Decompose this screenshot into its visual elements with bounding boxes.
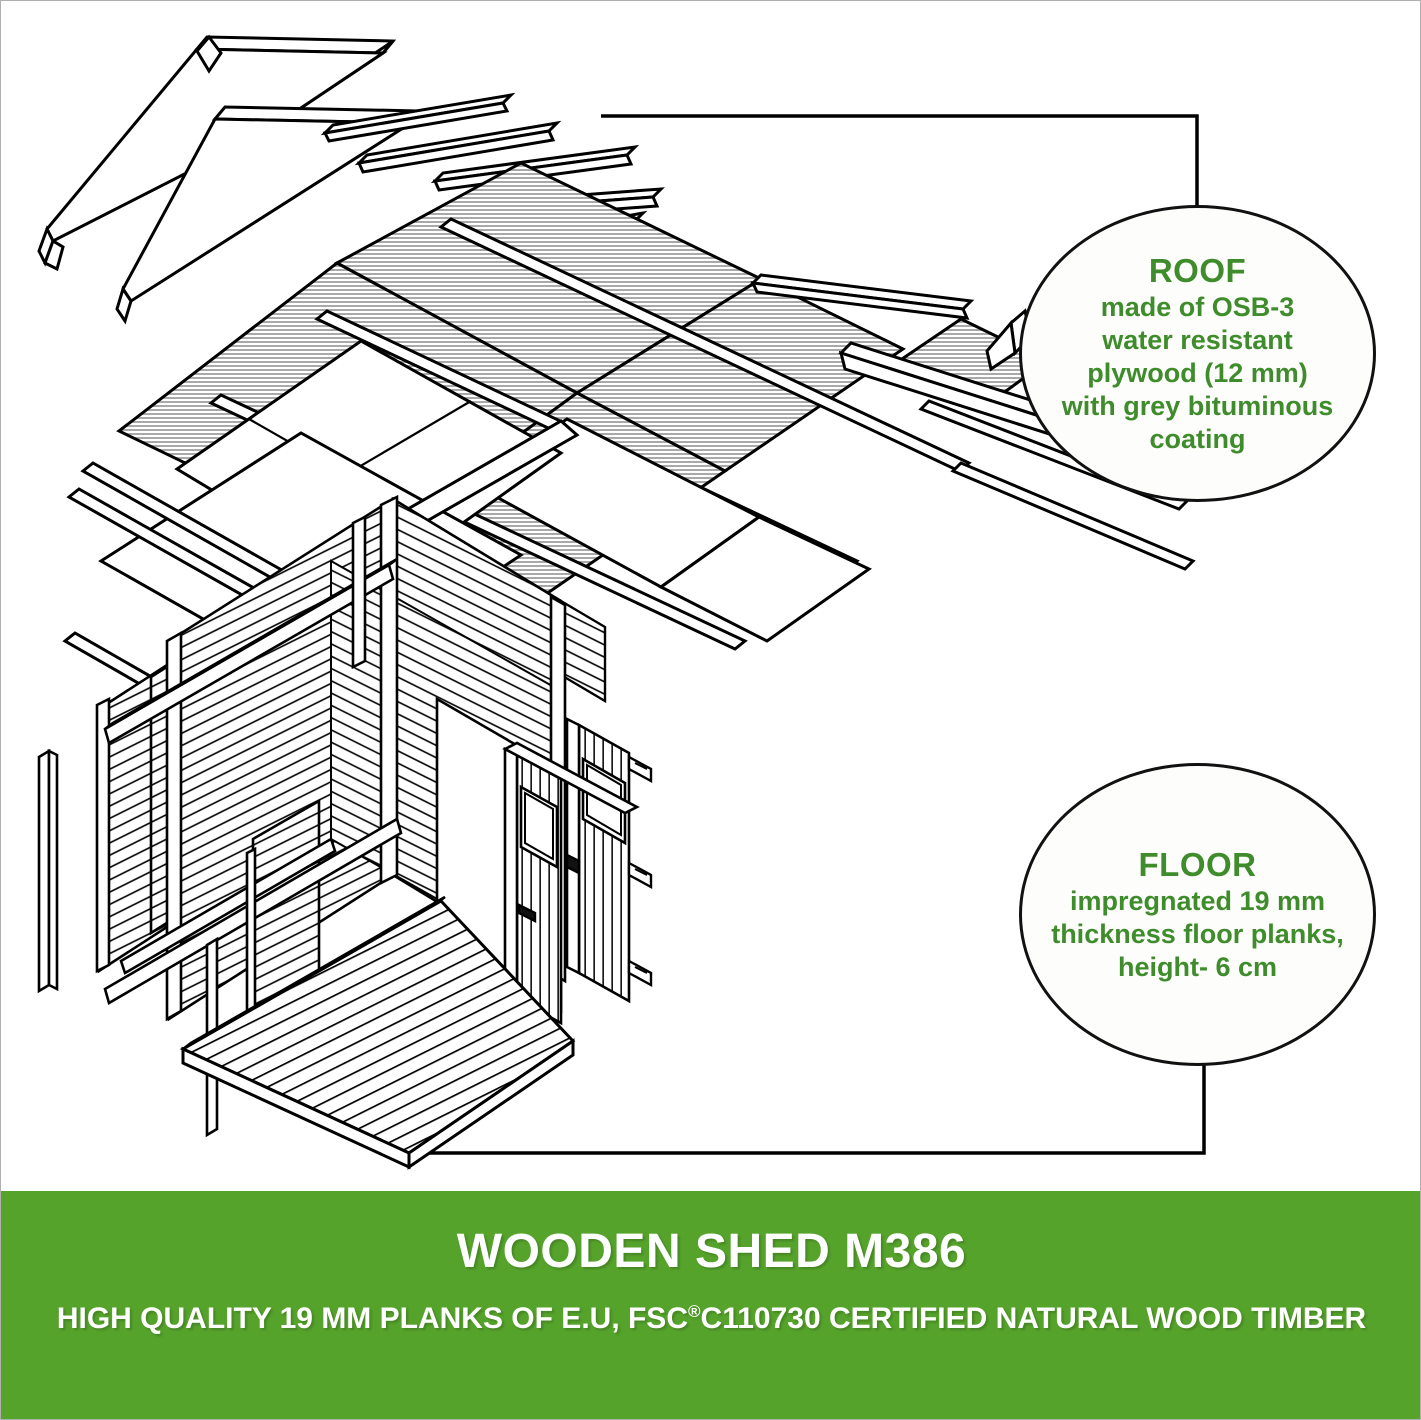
- roof-batten-2: [354, 120, 562, 174]
- callout-roof-line-5: coating: [1149, 424, 1246, 454]
- callout-floor: FLOOR impregnated 19 mm thickness floor …: [1019, 763, 1376, 1066]
- product-name: WOODEN SHED M386: [456, 1225, 967, 1278]
- callout-floor-line-2: thickness floor planks,: [1051, 919, 1344, 949]
- leader-line-roof: [601, 114, 1199, 207]
- certification-text-after: C110730 CERTIFIED NATURAL WOOD TIMBER: [700, 1302, 1367, 1335]
- callout-roof-title: ROOF: [1148, 252, 1247, 289]
- door-jamb-outer: [565, 716, 581, 976]
- callout-roof: ROOF made of OSB-3 water resistant plywo…: [1019, 205, 1376, 502]
- door-window-left: [519, 784, 559, 870]
- registered-trademark-icon: ®: [688, 1302, 701, 1321]
- callout-roof-line-4: with grey bituminous: [1061, 391, 1334, 421]
- ridge-post: [351, 514, 367, 670]
- product-certification-line: HIGH QUALITY 19 MM PLANKS OF E.U, FSC®C1…: [57, 1301, 1366, 1337]
- door-handle-right: [565, 853, 581, 875]
- door-handle-left: [517, 903, 537, 923]
- callout-floor-line-1: impregnated 19 mm: [1069, 886, 1326, 916]
- roof-board-white-right2: [658, 515, 872, 643]
- exploded-shed-drawing: [37, 34, 1206, 1170]
- leader-line-floor: [411, 1064, 1206, 1155]
- door-hinge-middle: [627, 860, 653, 890]
- callout-floor-title: FLOOR: [1138, 846, 1257, 883]
- door-jamb-inner: [503, 746, 519, 1002]
- roof-eave-batten-right: [749, 273, 975, 320]
- door-header: [502, 741, 640, 815]
- door-hinge-bottom: [627, 958, 653, 988]
- shed-assembly-diagram: ROOF made of OSB-3 water resistant plywo…: [1, 1, 1420, 1191]
- shed-body: [37, 494, 607, 1138]
- roof-batten-1: [320, 92, 516, 143]
- callout-floor-line-3: height- 6 cm: [1117, 952, 1278, 982]
- product-title-banner: WOODEN SHED M386 HIGH QUALITY 19 MM PLAN…: [1, 1191, 1420, 1419]
- floor-joist-rail: [182, 895, 446, 1051]
- corner-post-left: [165, 630, 183, 1022]
- callout-roof-line-3: plywood (12 mm): [1087, 358, 1308, 388]
- roof-corner-chip-left: [195, 34, 223, 74]
- certification-text-before: HIGH QUALITY 19 MM PLANKS OF E.U, FSC: [56, 1302, 688, 1335]
- wall-band-upper-right: [559, 598, 607, 704]
- loose-plank-far-left: [37, 748, 59, 994]
- corner-post-centre: [379, 494, 399, 886]
- floor-deck-edge-front: [181, 1038, 575, 1170]
- floor-deck: [179, 895, 576, 1170]
- roof-batten-right-lower2: [950, 461, 1196, 571]
- callout-roof-line-1: made of OSB-3: [1100, 292, 1295, 322]
- roof-ridge-batten: [438, 217, 972, 473]
- frame-rail-top: [103, 557, 398, 745]
- door-hinge-top: [627, 754, 653, 784]
- door-assembly: [502, 716, 653, 1026]
- callout-roof-line-2: water resistant: [1102, 325, 1293, 355]
- corner-post-rear: [95, 696, 111, 974]
- frame-rail-low: [119, 837, 337, 975]
